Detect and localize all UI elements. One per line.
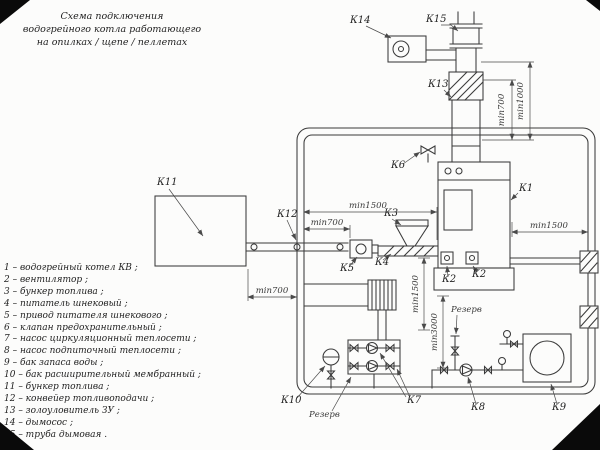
legend-item: 9 – бак запаса воды ; — [4, 358, 104, 369]
flue-duct — [451, 99, 481, 163]
legend-item: 12 – конвейер топливоподачи ; — [4, 393, 155, 404]
reserve-connection — [450, 335, 460, 371]
legend-item: 6 – клапан предохранительный ; — [4, 322, 162, 333]
expansion-tank-k10 — [322, 348, 340, 389]
label-k15: К15 — [425, 14, 446, 25]
legend-list: 1 – водогрейный котел КВ ; 2 – вентилято… — [4, 263, 272, 442]
chimney-stack-k15 — [449, 11, 483, 73]
label-k3: К3 — [383, 208, 398, 219]
boiler-k1 — [433, 161, 515, 291]
distribution-manifold — [303, 279, 397, 341]
dim-min1500-feeder: min1500 — [349, 201, 387, 211]
network-supply-pipes — [509, 257, 581, 265]
smoke-exhauster-k14 — [387, 35, 457, 63]
label-k5: К5 — [339, 263, 354, 274]
legend-item: 15 – труба дымовая . — [4, 429, 108, 440]
fuel-bunker-k11 — [154, 195, 247, 267]
safety-valve-k6 — [420, 145, 436, 163]
label-k6: К6 — [390, 160, 406, 171]
label-k11: К11 — [156, 177, 177, 188]
callout-labels: К14 К15 К13 К6 К1 К11 К12 К3 К4 К5 К2 К2… — [156, 14, 567, 420]
label-k12: К12 — [276, 209, 297, 220]
circulation-pumps-k7 — [347, 339, 401, 389]
label-k4: К4 — [374, 257, 389, 268]
wall-sleeve-upper — [579, 250, 599, 274]
dim-min3000-vertical: min3000 — [430, 312, 440, 350]
label-k13: К13 — [427, 79, 448, 90]
legend-item: 8 – насос подпиточный теплосети ; — [4, 346, 181, 357]
legend-item: 5 – привод питателя шнекового ; — [4, 310, 168, 321]
legend-item: 14 – дымосос ; — [4, 417, 73, 428]
boiler-fans-k2 — [440, 251, 479, 265]
screw-feeder-assembly — [349, 219, 439, 259]
legend-item: 3 – бункер топлива ; — [4, 286, 104, 297]
label-k9: К9 — [551, 402, 567, 413]
drawing-title: Схема подключения водогрейного котла раб… — [12, 10, 212, 49]
heating-loop-pipes — [296, 127, 596, 395]
title-line-2: водогрейного котла работающего — [22, 24, 202, 35]
legend-item: 4 – питатель шнековый ; — [4, 298, 128, 309]
label-k2-right: К2 — [471, 269, 486, 280]
makeup-pump-k8 — [431, 356, 524, 389]
label-k14: К14 — [349, 15, 370, 26]
legend-item: 2 – вентилятор ; — [4, 274, 89, 285]
fuel-conveyor-k12 — [245, 242, 349, 252]
photo-corner-top-right — [586, 0, 600, 11]
leader-lines — [168, 24, 558, 412]
dimension-lines — [247, 61, 588, 369]
title-line-3: на опилках / щепе / пеллетах — [36, 37, 188, 48]
legend-item: 10 – бак расширительный мембранный ; — [4, 370, 201, 381]
wall-sleeve-lower — [579, 305, 599, 329]
dim-min1500-vertical: min1500 — [411, 274, 421, 312]
photo-corner-bottom-right — [552, 404, 600, 450]
dim-min1000-chimney: min1000 — [516, 81, 526, 119]
water-tank-k9 — [499, 329, 572, 383]
photo-corner-bottom-left — [0, 422, 34, 450]
label-k1: К1 — [518, 183, 533, 194]
dim-min1500-right: min1500 — [530, 221, 568, 231]
label-k10: К10 — [280, 395, 302, 406]
label-k8: К8 — [470, 402, 485, 413]
label-reserve-right: Резерв — [450, 305, 482, 315]
dimension-labels: min1500 min700 min1500 min700 min700 min… — [256, 81, 569, 350]
legend-item: 1 – водогрейный котел КВ ; — [4, 263, 138, 273]
dim-min700-bottom: min700 — [256, 286, 289, 296]
legend-item: 11 – бункер топлива ; — [4, 382, 110, 393]
title-line-1: Схема подключения — [60, 11, 164, 22]
label-reserve-bottom: Резерв — [308, 410, 340, 420]
legend-item: 7 – насос циркуляционный теплосети ; — [4, 334, 197, 345]
dim-min700-chimney: min700 — [497, 93, 507, 126]
photo-corner-top-left — [0, 0, 30, 24]
ash-collector-k13 — [448, 71, 484, 101]
dim-min700-feeder: min700 — [311, 218, 344, 228]
label-k7: К7 — [406, 395, 422, 406]
label-k2-left: К2 — [441, 274, 456, 285]
legend-item: 13 – золоуловитель ЗУ ; — [4, 405, 120, 416]
